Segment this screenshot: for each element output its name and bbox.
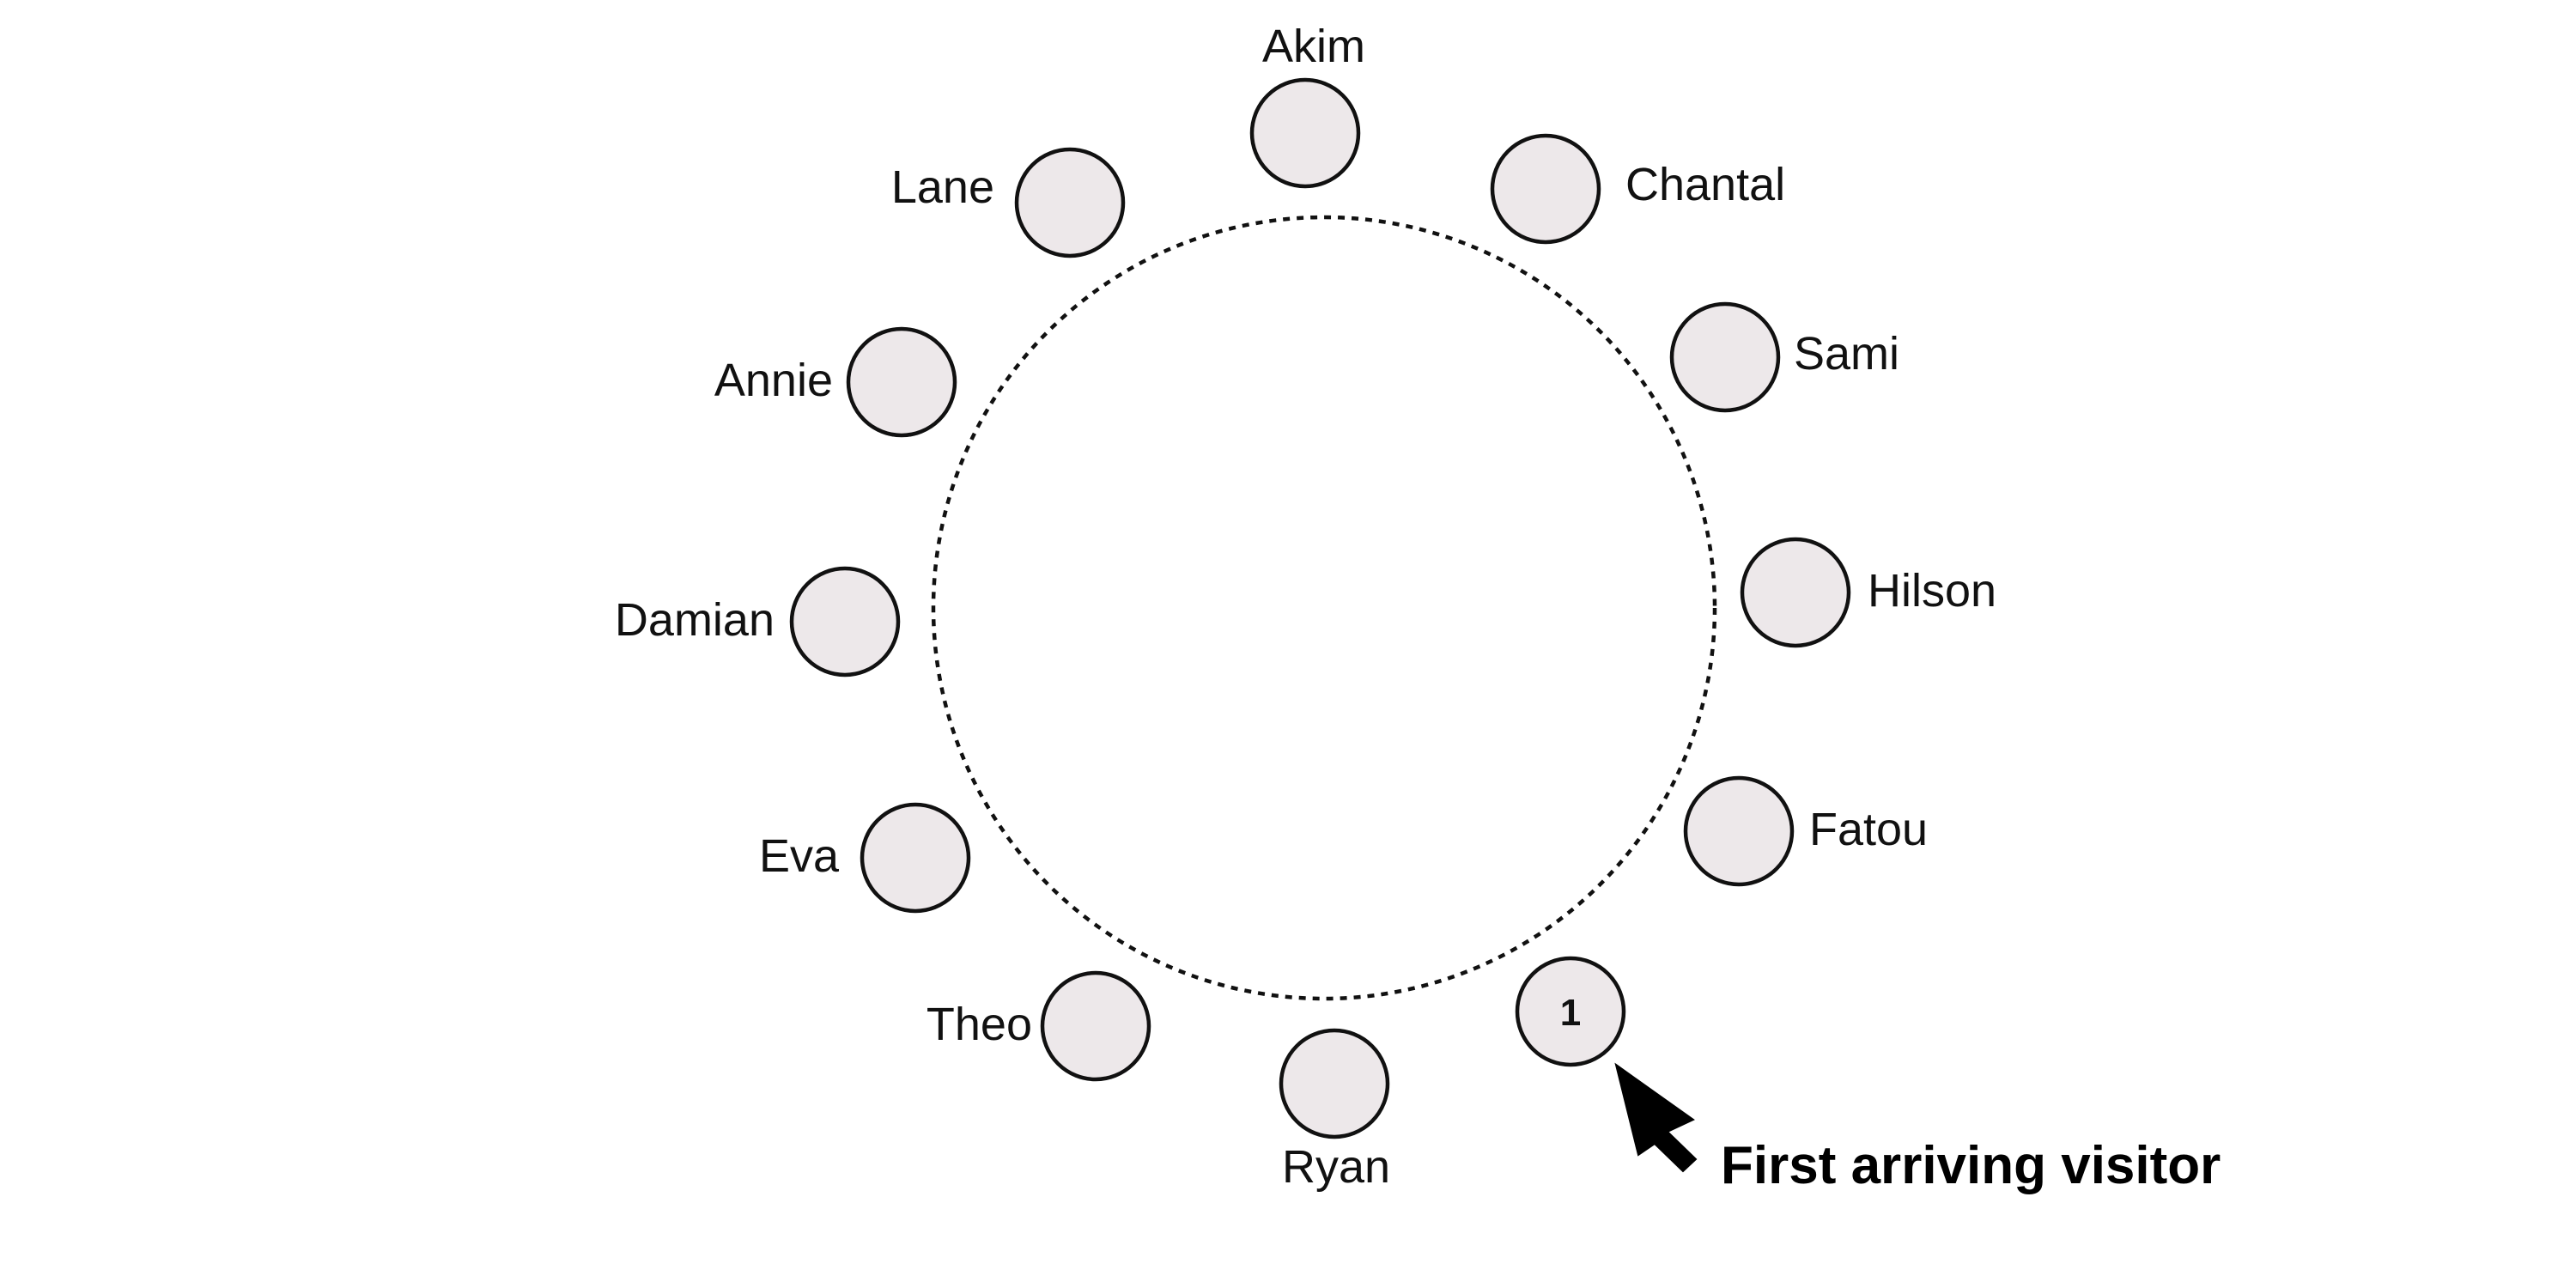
seat-sami: Sami [1669,301,1899,413]
seat-label: Akim [1262,21,1365,72]
seat-circle [789,566,901,677]
seat-label: Damian [615,594,775,646]
seat-circle [1490,133,1601,245]
seat-label: Eva [759,830,840,882]
seat-akim: Akim [1249,21,1365,189]
seat-circle [1249,77,1361,189]
table-ring [931,215,1717,1001]
seat-damian: Damian [615,566,901,677]
seat-circle [860,802,971,914]
seat-ryan: Ryan [1279,1028,1390,1193]
seat-lane: Lane [891,147,1126,258]
seat-circle [1279,1028,1390,1139]
seat-circle [1040,970,1151,1082]
seat-fatou: Fatou [1683,775,1928,887]
seat-label: Hilson [1868,565,1996,617]
seat-circle [1683,775,1795,887]
seat-eva: Eva [759,802,971,914]
first-arrival-callout: First arriving visitor [1614,1062,2221,1195]
seat-annie: Annie [714,326,957,438]
seat-number: 1 [1560,992,1581,1034]
seat-circle [1014,147,1126,258]
cursor-arrow-icon [1614,1062,1698,1173]
seat-hilson: Hilson [1740,537,1996,648]
seat-label: Annie [714,355,833,406]
seat-label: Sami [1794,328,1899,380]
seat-label: Ryan [1282,1141,1390,1193]
seat-label: Lane [891,161,994,213]
seat-circle [1740,537,1851,648]
seat-label: Chantal [1625,159,1785,210]
seat-theo: Theo [927,970,1151,1082]
seat-first-arrival: 1 [1515,956,1626,1067]
seat-circle [1515,956,1626,1067]
seat-label: Fatou [1809,804,1928,855]
seat-circle [846,326,957,438]
seat-circle [1669,301,1781,413]
callout-text: First arriving visitor [1721,1136,2221,1195]
seat-chantal: Chantal [1490,133,1785,245]
seat-label: Theo [927,999,1032,1050]
